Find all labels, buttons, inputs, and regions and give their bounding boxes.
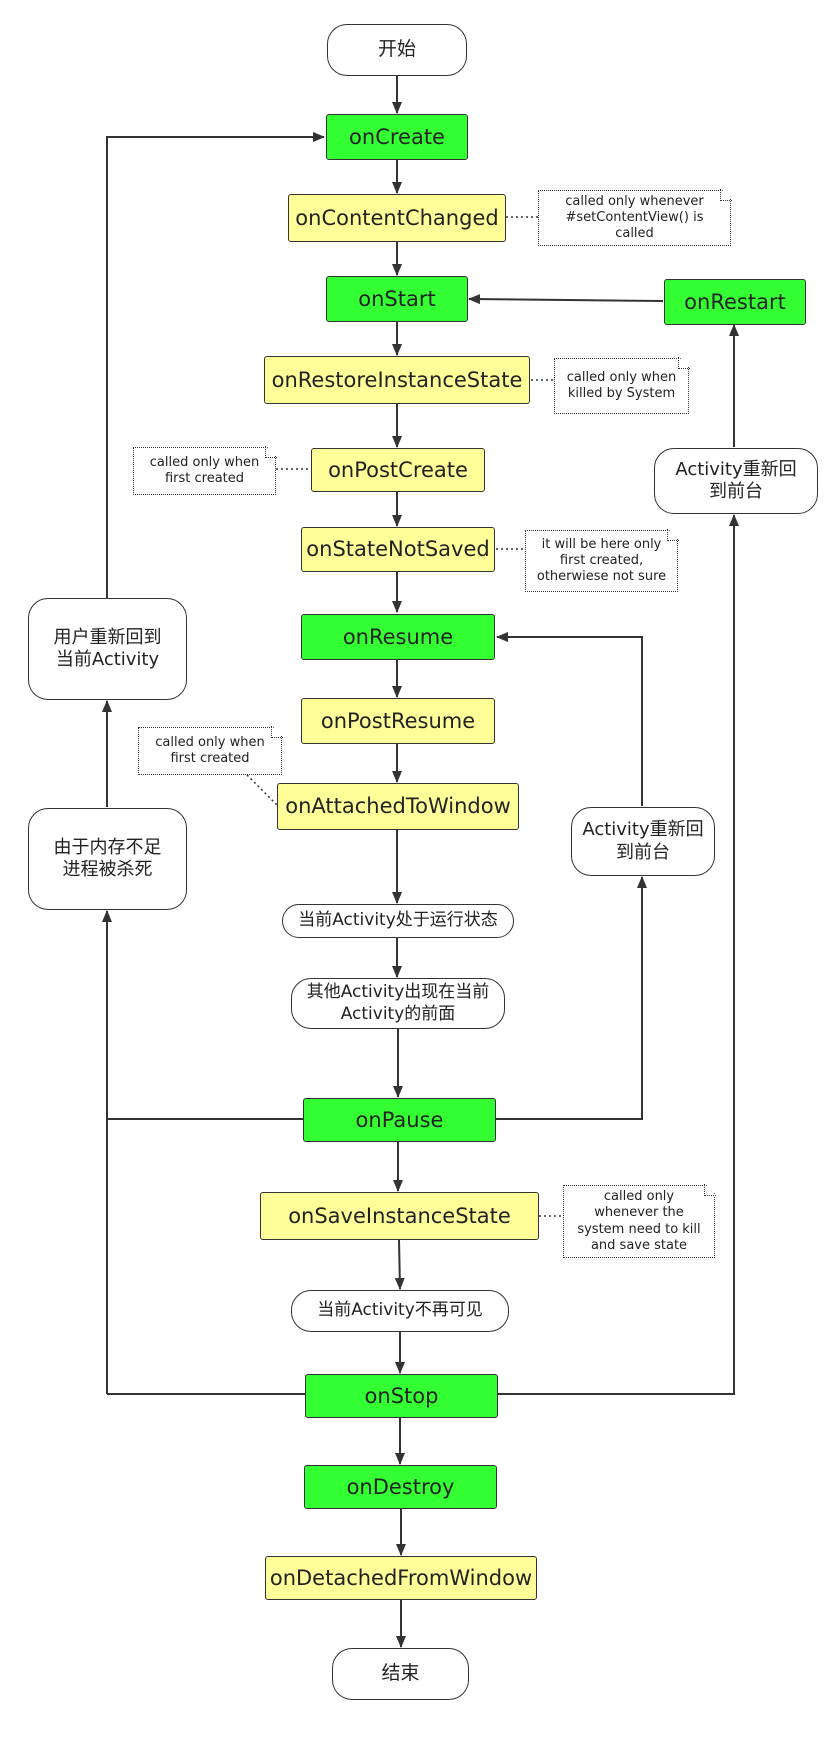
process-killed-node: 由于内存不足进程被杀死 xyxy=(28,808,187,910)
onstop-node: onStop xyxy=(305,1374,498,1418)
user-returns-node: 用户重新回到当前Activity xyxy=(28,598,187,700)
note-content-changed: called only whenever #setContentView() i… xyxy=(538,189,732,246)
note-restore-state: called only when killed by System xyxy=(554,357,690,414)
not-visible-node: 当前Activity不再可见 xyxy=(291,1290,509,1332)
note-save-state: called only whenever the system need to … xyxy=(563,1184,716,1258)
onrestoreinstancestate-node: onRestoreInstanceState xyxy=(264,356,530,404)
onrestart-node: onRestart xyxy=(664,279,806,325)
arrow-onsaveinstance-to-notvisible xyxy=(394,1239,405,1290)
start-node: 开始 xyxy=(327,24,467,76)
arrow-userreturns-to-oncreate xyxy=(106,132,325,598)
note-state-not-saved: it will be here only first created, othe… xyxy=(525,529,679,592)
ondetachedfromwindow-node: onDetachedFromWindow xyxy=(265,1556,537,1600)
end-node: 结束 xyxy=(332,1648,469,1700)
note-connector-attached-window xyxy=(246,774,278,806)
oncreate-node: onCreate xyxy=(326,114,468,160)
onattachedtowindow-node: onAttachedToWindow xyxy=(277,783,519,830)
onpostcreate-node: onPostCreate xyxy=(311,448,485,492)
running-state-node: 当前Activity处于运行状态 xyxy=(282,904,514,938)
arrow-onpause-to-foreground-mid xyxy=(496,876,647,1120)
onresume-node: onResume xyxy=(301,614,495,660)
note-attached-window: called only when first created xyxy=(138,726,283,775)
onstart-node: onStart xyxy=(326,276,468,322)
onsaveinstancestate-node: onSaveInstanceState xyxy=(260,1192,539,1240)
onpostresume-node: onPostResume xyxy=(301,698,495,744)
ondestroy-node: onDestroy xyxy=(304,1465,497,1509)
onpause-node: onPause xyxy=(303,1098,496,1142)
arrow-onpause-to-processkilled xyxy=(102,910,303,1120)
note-post-create: called only when first created xyxy=(133,446,277,495)
arrow-onstop-to-foreground-right xyxy=(498,514,739,1395)
oncontentchanged-node: onContentChanged xyxy=(288,194,506,242)
other-activity-front-node: 其他Activity出现在当前Activity的前面 xyxy=(291,978,505,1029)
foreground-mid-node: Activity重新回到前台 xyxy=(571,807,715,876)
arrow-onrestart-to-onstart xyxy=(468,294,664,305)
arrow-foreground-mid-to-onresume xyxy=(496,632,643,806)
foreground-right-node: Activity重新回到前台 xyxy=(654,448,818,514)
onstatenotsaved-node: onStateNotSaved xyxy=(301,527,495,572)
